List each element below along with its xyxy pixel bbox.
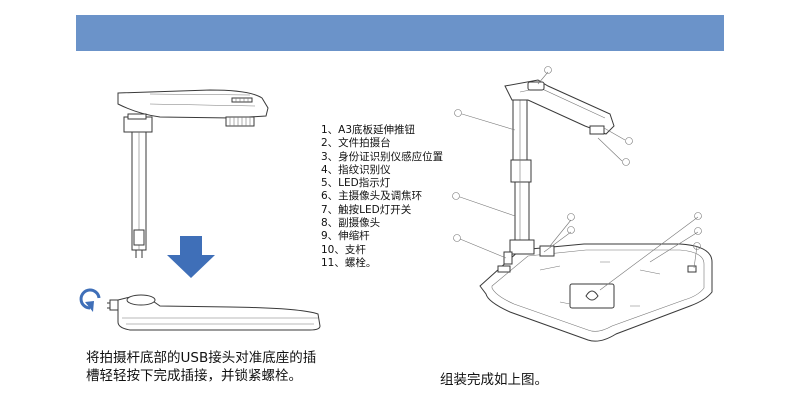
callout-markers <box>452 66 702 250</box>
install-instruction-line2: 槽轻轻按下完成插接，并锁紧螺栓。 <box>86 368 302 384</box>
assembled-caption: 组装完成如上图。 <box>440 372 548 388</box>
parts-list: 1、A3底板延伸推钮 2、文件拍摄台 3、身份证识别仪感应位置 4、指纹识别仪 … <box>321 124 443 270</box>
list-item: 2、文件拍摄台 <box>321 137 391 150</box>
pole-drawing <box>503 95 555 265</box>
list-item: 7、触按LED灯开关 <box>321 203 412 216</box>
list-item: 8、副摄像头 <box>321 217 381 230</box>
header-banner <box>76 15 724 51</box>
top-arm-drawing <box>504 79 615 135</box>
camera-arm-drawing <box>117 89 269 258</box>
down-arrow-icon <box>167 236 215 278</box>
rotate-arrow-icon <box>79 288 101 312</box>
list-item: 5、LED指示灯 <box>321 177 391 190</box>
list-item: 1、A3底板延伸推钮 <box>321 124 416 136</box>
base-plate-drawing <box>479 243 713 342</box>
list-item: 6、主摄像头及调焦环 <box>321 190 423 203</box>
install-instruction: 将拍摄杆底部的USB接头对准底座的插 槽轻轻按下完成插接，并锁紧螺栓。 <box>86 349 356 385</box>
list-item: 3、身份证识别仪感应位置 <box>321 150 444 163</box>
list-item: 4、指纹识别仪 <box>321 163 391 176</box>
list-item: 10、支杆 <box>321 243 366 256</box>
base-drawing <box>107 294 321 331</box>
list-item: 9、伸缩杆 <box>321 230 370 243</box>
install-instruction-line1: 将拍摄杆底部的USB接头对准底座的插 <box>86 350 317 366</box>
callout-lines <box>459 71 699 291</box>
list-item: 11、螺栓。 <box>321 256 377 269</box>
